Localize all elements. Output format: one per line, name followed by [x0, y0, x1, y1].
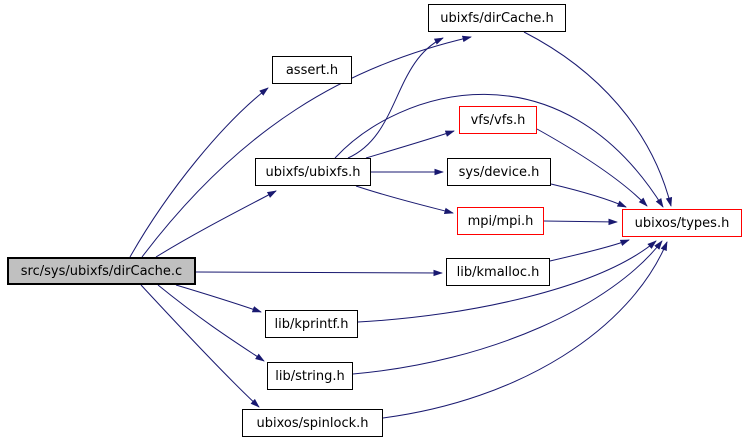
node-assert-h[interactable]: assert.h [272, 56, 352, 84]
edge-dircache-c-to-kprintf-h [175, 284, 262, 313]
node-label: mpi/mpi.h [467, 213, 534, 229]
node-label: lib/kmalloc.h [456, 264, 540, 280]
edge-dircache-h-to-types-h [523, 31, 673, 207]
node-src-sys-ubixfs-dircache-c[interactable]: src/sys/ubixfs/dirCache.c [7, 257, 196, 285]
node-label: ubixfs/ubixfs.h [265, 164, 361, 180]
edge-dircache-c-to-kmalloc-h [195, 269, 443, 277]
node-vfs-vfs-h[interactable]: vfs/vfs.h [459, 106, 537, 134]
edge-string-h-to-types-h [352, 240, 663, 375]
edge-dircache-c-to-dircache-h [141, 35, 472, 258]
edge-kmalloc-h-to-types-h [549, 239, 630, 262]
edge-ubixfs-h-to-dircache-h [347, 37, 444, 159]
edge-vfs-h-to-types-h [536, 128, 648, 207]
node-label: ubixos/types.h [634, 215, 730, 231]
node-label: ubixfs/dirCache.h [440, 10, 554, 26]
node-label: ubixos/spinlock.h [256, 415, 369, 431]
node-label: vfs/vfs.h [470, 112, 526, 128]
node-mpi-mpi-h[interactable]: mpi/mpi.h [457, 207, 544, 235]
edge-dircache-c-to-string-h [157, 284, 265, 362]
node-sys-device-h[interactable]: sys/device.h [447, 158, 551, 186]
edge-dircache-c-to-ubixfs-h [155, 190, 277, 258]
node-ubixos-types-h[interactable]: ubixos/types.h [622, 209, 742, 237]
node-label: assert.h [285, 62, 339, 78]
node-lib-kprintf-h[interactable]: lib/kprintf.h [265, 310, 358, 338]
edge-kprintf-h-to-types-h [357, 240, 657, 323]
edge-dircache-c-to-assert-h [129, 87, 269, 258]
edge-ubixfs-h-to-types-h [334, 93, 664, 208]
node-lib-kmalloc-h[interactable]: lib/kmalloc.h [446, 258, 550, 286]
node-label: src/sys/ubixfs/dirCache.c [20, 263, 183, 279]
node-lib-string-h[interactable]: lib/string.h [267, 362, 353, 390]
node-label: lib/string.h [275, 368, 345, 384]
edge-mpi-h-to-types-h [543, 218, 618, 226]
node-ubixfs-ubixfs-h[interactable]: ubixfs/ubixfs.h [255, 158, 371, 186]
edge-device-h-to-types-h [550, 183, 627, 208]
edge-ubixfs-h-to-vfs-h [365, 130, 455, 159]
edge-ubixfs-h-to-mpi-h [355, 185, 454, 214]
node-label: sys/device.h [458, 164, 540, 180]
node-ubixfs-dircache-h[interactable]: ubixfs/dirCache.h [428, 4, 566, 32]
node-ubixos-spinlock-h[interactable]: ubixos/spinlock.h [242, 409, 383, 437]
node-label: lib/kprintf.h [274, 316, 349, 332]
edge-spinlock-h-to-types-h [382, 241, 668, 419]
edge-dircache-c-to-spinlock-h [140, 284, 260, 408]
